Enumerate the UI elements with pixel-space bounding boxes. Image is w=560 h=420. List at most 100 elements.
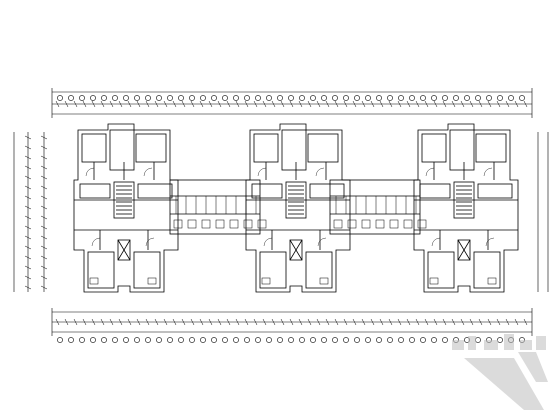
zhulong-logo-watermark	[452, 334, 548, 410]
dimension-tick	[24, 285, 32, 290]
dimension-tick	[505, 100, 510, 108]
dimension-tick	[24, 175, 32, 180]
dimension-tick	[496, 100, 501, 108]
dimension-tick	[307, 100, 312, 108]
axis-bubble	[464, 95, 470, 101]
door-swing	[317, 237, 327, 247]
elevator	[117, 239, 131, 261]
dimension-tick	[24, 275, 32, 280]
dimension-tick	[208, 100, 213, 108]
dimension-tick	[24, 195, 32, 200]
dimension-tick	[136, 100, 141, 108]
axis-bubble	[365, 337, 371, 343]
dimension-tick	[298, 318, 303, 326]
axis-bubble	[288, 95, 294, 101]
dimension-tick	[24, 165, 32, 170]
dimension-tick	[24, 245, 32, 250]
dimension-tick	[40, 255, 48, 260]
dimension-tick	[24, 215, 32, 220]
axis-bubble	[167, 337, 173, 343]
fixture	[429, 277, 439, 285]
elevator-cross	[117, 239, 131, 261]
dimension-tick	[91, 318, 96, 326]
dimension-tick	[253, 100, 258, 108]
axis-bubble	[178, 95, 184, 101]
dimension-tick	[442, 318, 447, 326]
axis-bubble	[398, 337, 404, 343]
dimension-tick	[352, 318, 357, 326]
dimension-tick	[145, 318, 150, 326]
elevator	[289, 239, 303, 261]
axis-bubble	[321, 95, 327, 101]
axis-bubble	[376, 337, 382, 343]
axis-bubble	[123, 95, 129, 101]
dimension-tick	[388, 100, 393, 108]
axis-bubble	[200, 95, 206, 101]
axis-bubble	[420, 337, 426, 343]
dimension-tick	[379, 318, 384, 326]
room	[421, 133, 447, 163]
dimension-tick	[415, 318, 420, 326]
room	[251, 183, 283, 199]
elevator	[457, 239, 471, 261]
dimension-tick	[154, 318, 159, 326]
dimension-tick	[478, 318, 483, 326]
axis-bubble	[90, 337, 96, 343]
door-swing	[91, 237, 101, 247]
dimension-tick	[352, 100, 357, 108]
axis-bubble	[101, 95, 107, 101]
dimension-tick	[190, 318, 195, 326]
axis-bubble	[255, 95, 261, 101]
dimension-tick	[307, 318, 312, 326]
dimension-tick	[73, 100, 78, 108]
elevator-cross	[457, 239, 471, 261]
axis-bubble	[266, 95, 272, 101]
door-swing	[315, 167, 325, 177]
dimension-tick	[40, 175, 48, 180]
dimension-tick	[433, 100, 438, 108]
axis-bubble	[277, 95, 283, 101]
dimension-tick	[361, 318, 366, 326]
corridor-fixture	[201, 219, 211, 229]
axis-bubble	[453, 95, 459, 101]
axis-bubble	[277, 337, 283, 343]
room	[419, 183, 451, 199]
bottom-axis-bubbles	[57, 337, 525, 343]
axis-bubble	[398, 95, 404, 101]
dimension-tick	[469, 318, 474, 326]
axis-bubble	[354, 95, 360, 101]
dimension-tick	[469, 100, 474, 108]
dimension-tick	[40, 185, 48, 190]
dimension-tick	[397, 100, 402, 108]
axis-bubble	[134, 337, 140, 343]
dimension-tick	[24, 255, 32, 260]
dimension-tick	[24, 145, 32, 150]
axis-bubble	[409, 337, 415, 343]
corridor-fixture	[243, 219, 253, 229]
dimension-tick	[271, 318, 276, 326]
dimension-tick	[244, 318, 249, 326]
axis-bubble	[255, 337, 261, 343]
dimension-tick	[361, 100, 366, 108]
top-dimension-ticks	[55, 100, 528, 108]
dimension-tick	[82, 100, 87, 108]
dimension-tick	[40, 155, 48, 160]
axis-bubble	[112, 337, 118, 343]
dimension-tick	[379, 100, 384, 108]
side-dimension-ticks	[24, 135, 48, 290]
axis-bubble	[189, 95, 195, 101]
dimension-tick	[24, 265, 32, 270]
dimension-tick	[40, 245, 48, 250]
dimension-tick	[325, 318, 330, 326]
dimension-tick	[343, 318, 348, 326]
dimension-tick	[127, 318, 132, 326]
axis-bubble	[420, 95, 426, 101]
dimension-tick	[154, 100, 159, 108]
corridor-fixture	[403, 219, 413, 229]
axis-bubble	[68, 95, 74, 101]
dimension-tick	[343, 100, 348, 108]
dimension-tick	[145, 100, 150, 108]
axis-bubble	[57, 95, 63, 101]
dimension-tick	[40, 195, 48, 200]
